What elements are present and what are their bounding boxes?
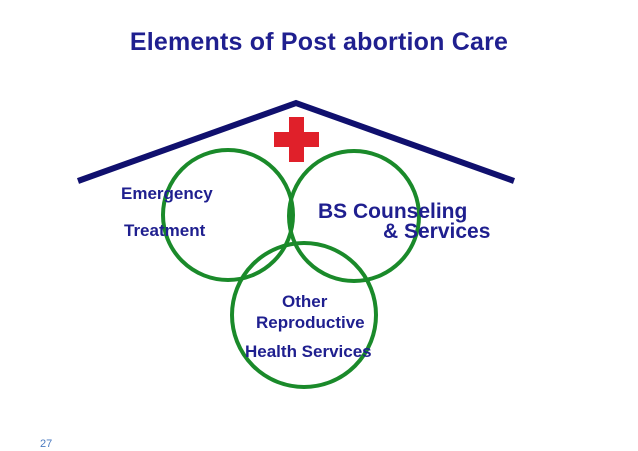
roof-line: [76, 99, 516, 184]
red-cross-icon: [274, 117, 319, 162]
slide-title: Elements of Post abortion Care: [129, 28, 509, 56]
emergency-label-line1: Emergency: [121, 184, 213, 203]
counseling-label-line1: BS Counseling: [318, 200, 468, 223]
reproductive-label-line1: Other: [282, 292, 328, 311]
reproductive-health-circle: [230, 241, 378, 389]
reproductive-label-line2: Reproductive: [256, 313, 365, 332]
slide-number: 27: [40, 438, 53, 450]
emergency-label-line2: Treatment: [124, 221, 206, 240]
counseling-label-line2: & Services: [383, 220, 491, 243]
counseling-services-circle: [287, 149, 421, 283]
reproductive-label-line3: Health Services: [245, 342, 372, 361]
emergency-treatment-circle: [161, 148, 295, 282]
